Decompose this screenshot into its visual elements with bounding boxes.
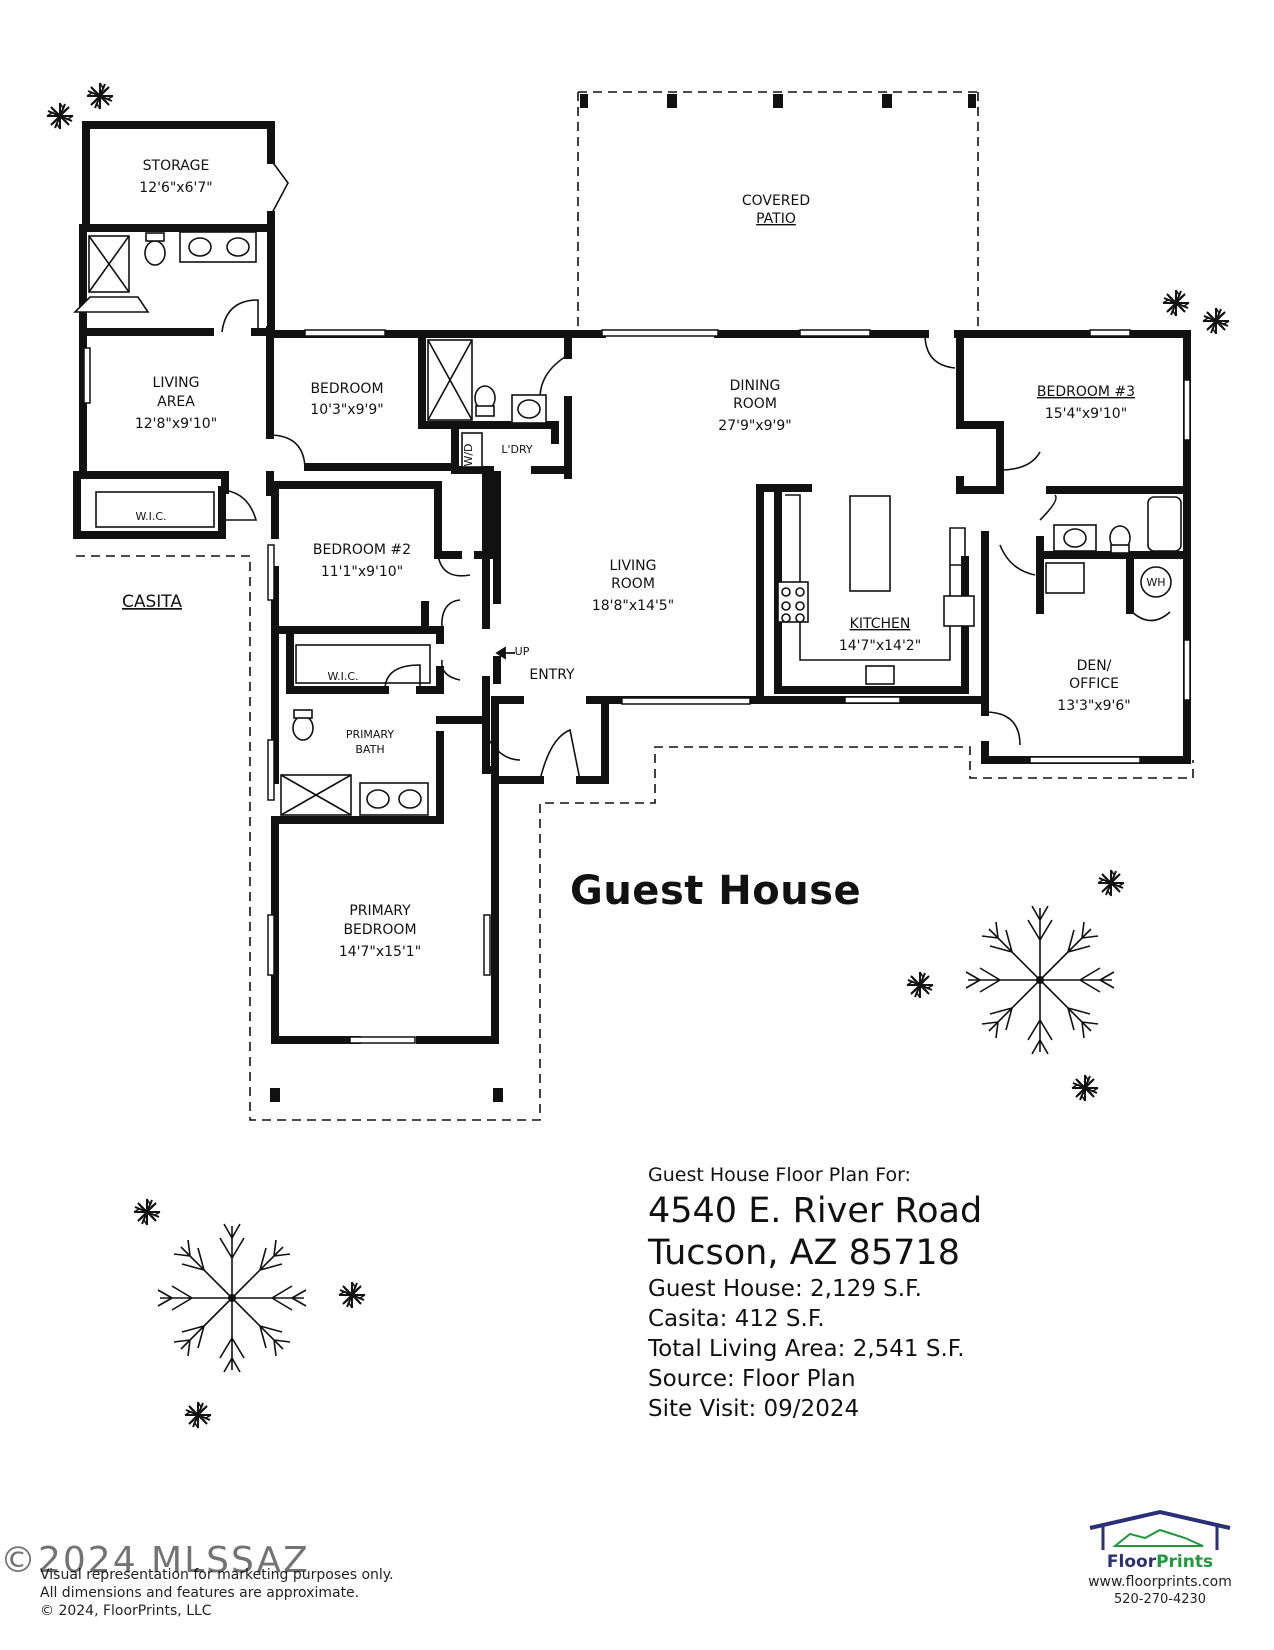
site-visit: Site Visit: 09/2024: [648, 1396, 860, 1422]
kitchen-sink-icon: [865, 665, 895, 685]
brand-name: FloorPrints: [1075, 1552, 1245, 1572]
washer-dryer-icon: [461, 432, 483, 468]
dining-room-label-2: ROOM: [733, 396, 777, 412]
bathtub-icon: [1147, 496, 1182, 552]
phone-number: 520-270-4230: [1113, 1592, 1207, 1607]
info-intro: Guest House Floor Plan For:: [648, 1164, 911, 1186]
den-office-dim: 13'3"x9'6": [1057, 698, 1130, 714]
shrub-icon: [338, 1281, 366, 1309]
toilet-icon: [292, 715, 314, 741]
up-arrow-icon: [495, 646, 515, 660]
covered-patio-outline: [577, 91, 979, 326]
source: Source: Floor Plan: [648, 1366, 856, 1392]
bedroom2-dim: 11'1"x9'10": [321, 564, 403, 580]
watermark: ©2024 MLSSAZ: [0, 1540, 310, 1581]
bedroom2-label: BEDROOM #2: [313, 542, 411, 558]
storage-dim: 12'6"x6'7": [139, 180, 212, 196]
den-office-label-1: DEN/: [1077, 658, 1112, 674]
living-area-dim: 12'8"x9'10": [135, 416, 217, 432]
bedroom-label: BEDROOM: [310, 381, 383, 397]
water-heater-label: WH: [1146, 576, 1165, 589]
shrub-icon: [46, 102, 74, 130]
dining-room-dim: 27'9"x9'9": [718, 418, 791, 434]
address-line-2: Tucson, AZ 85718: [648, 1233, 960, 1273]
bedroom3-dim: 15'4"x9'10": [1045, 406, 1127, 422]
covered-porch-outline: [76, 555, 1194, 1121]
bedroom3-label: BEDROOM #3: [1037, 384, 1135, 400]
living-area-label-1: LIVING: [153, 375, 200, 391]
primary-bedroom-dim: 14'7"x15'1": [339, 944, 421, 960]
entry-label: ENTRY: [529, 667, 575, 683]
brand-name-part1: Floor: [1106, 1552, 1157, 1572]
tree-icon: [965, 905, 1115, 1055]
total-area: Total Living Area: 2,541 S.F.: [648, 1336, 965, 1362]
copyright: © 2024, FloorPrints, LLC: [40, 1603, 212, 1619]
guest-house-area: Guest House: 2,129 S.F.: [648, 1276, 922, 1302]
living-room-label-1: LIVING: [610, 558, 657, 574]
plan-title: Guest House: [570, 868, 862, 914]
shrub-icon: [906, 971, 934, 999]
water-heater-icon: [1140, 566, 1172, 598]
shrub-icon: [133, 1198, 161, 1226]
property-info: Guest House Floor Plan For: 4540 E. Rive…: [648, 1164, 1248, 1424]
wic-casita-label: W.I.C.: [135, 510, 166, 523]
shrub-icon: [1071, 1074, 1099, 1102]
tree-icon: [157, 1223, 307, 1373]
windows: [83, 329, 1191, 1044]
primary-bath-label-1: PRIMARY: [346, 728, 394, 741]
wd-label: W/D: [462, 443, 475, 466]
disclaimer: Visual representation for marketing purp…: [40, 1566, 394, 1620]
room-labels: STORAGE 12'6"x6'7" COVERED PATIO LIVING …: [122, 158, 1166, 960]
dining-room-label-1: DINING: [730, 378, 781, 394]
washer-icon: [1045, 562, 1085, 594]
fixtures: [73, 231, 1182, 816]
covered-patio-label-1: COVERED: [742, 193, 810, 209]
den-office-label-2: OFFICE: [1069, 676, 1119, 692]
bedroom-dim: 10'3"x9'9": [310, 402, 383, 418]
doors: [221, 159, 1171, 781]
primary-bath-label-2: BATH: [355, 743, 384, 756]
floorprints-logo: FloorPrints www.floorprints.com 520-270-…: [1075, 1508, 1245, 1607]
toilet-icon: [144, 240, 166, 266]
casita-label: CASITA: [122, 592, 182, 612]
kitchen-island: [849, 495, 891, 592]
range-icon: [943, 595, 975, 627]
kitchen-dim: 14'7"x14'2": [839, 638, 921, 654]
house-outline-icon: [1089, 1509, 1231, 1550]
brand-name-part2: Prints: [1156, 1552, 1214, 1572]
shrub-icon: [1097, 869, 1125, 897]
shrub-icon: [86, 82, 114, 110]
primary-bedroom-label-2: BEDROOM: [343, 922, 416, 938]
kitchen-label: KITCHEN: [850, 616, 911, 632]
patio-posts: [270, 94, 976, 1102]
shrub-icon: [184, 1401, 212, 1429]
wic-primary-label: W.I.C.: [327, 670, 358, 683]
disclaimer-line-2: All dimensions and features are approxim…: [40, 1585, 360, 1601]
up-label: UP: [515, 645, 530, 658]
disclaimer-line-1: Visual representation for marketing purp…: [40, 1567, 394, 1583]
living-room-label-2: ROOM: [611, 576, 655, 592]
website-url[interactable]: www.floorprints.com: [1088, 1574, 1232, 1590]
casita-area: Casita: 412 S.F.: [648, 1306, 825, 1332]
address-line-1: 4540 E. River Road: [648, 1191, 983, 1231]
storage-label: STORAGE: [143, 158, 210, 174]
shrub-icon: [1202, 307, 1230, 335]
dashed-outlines: [76, 91, 1194, 1121]
living-room-dim: 18'8"x14'5": [592, 598, 674, 614]
living-area-label-2: AREA: [157, 394, 195, 410]
primary-bedroom-label-1: PRIMARY: [349, 903, 411, 919]
covered-patio-label-2: PATIO: [756, 211, 796, 227]
laundry-label: L'DRY: [501, 443, 533, 456]
shrub-icon: [1162, 289, 1190, 317]
